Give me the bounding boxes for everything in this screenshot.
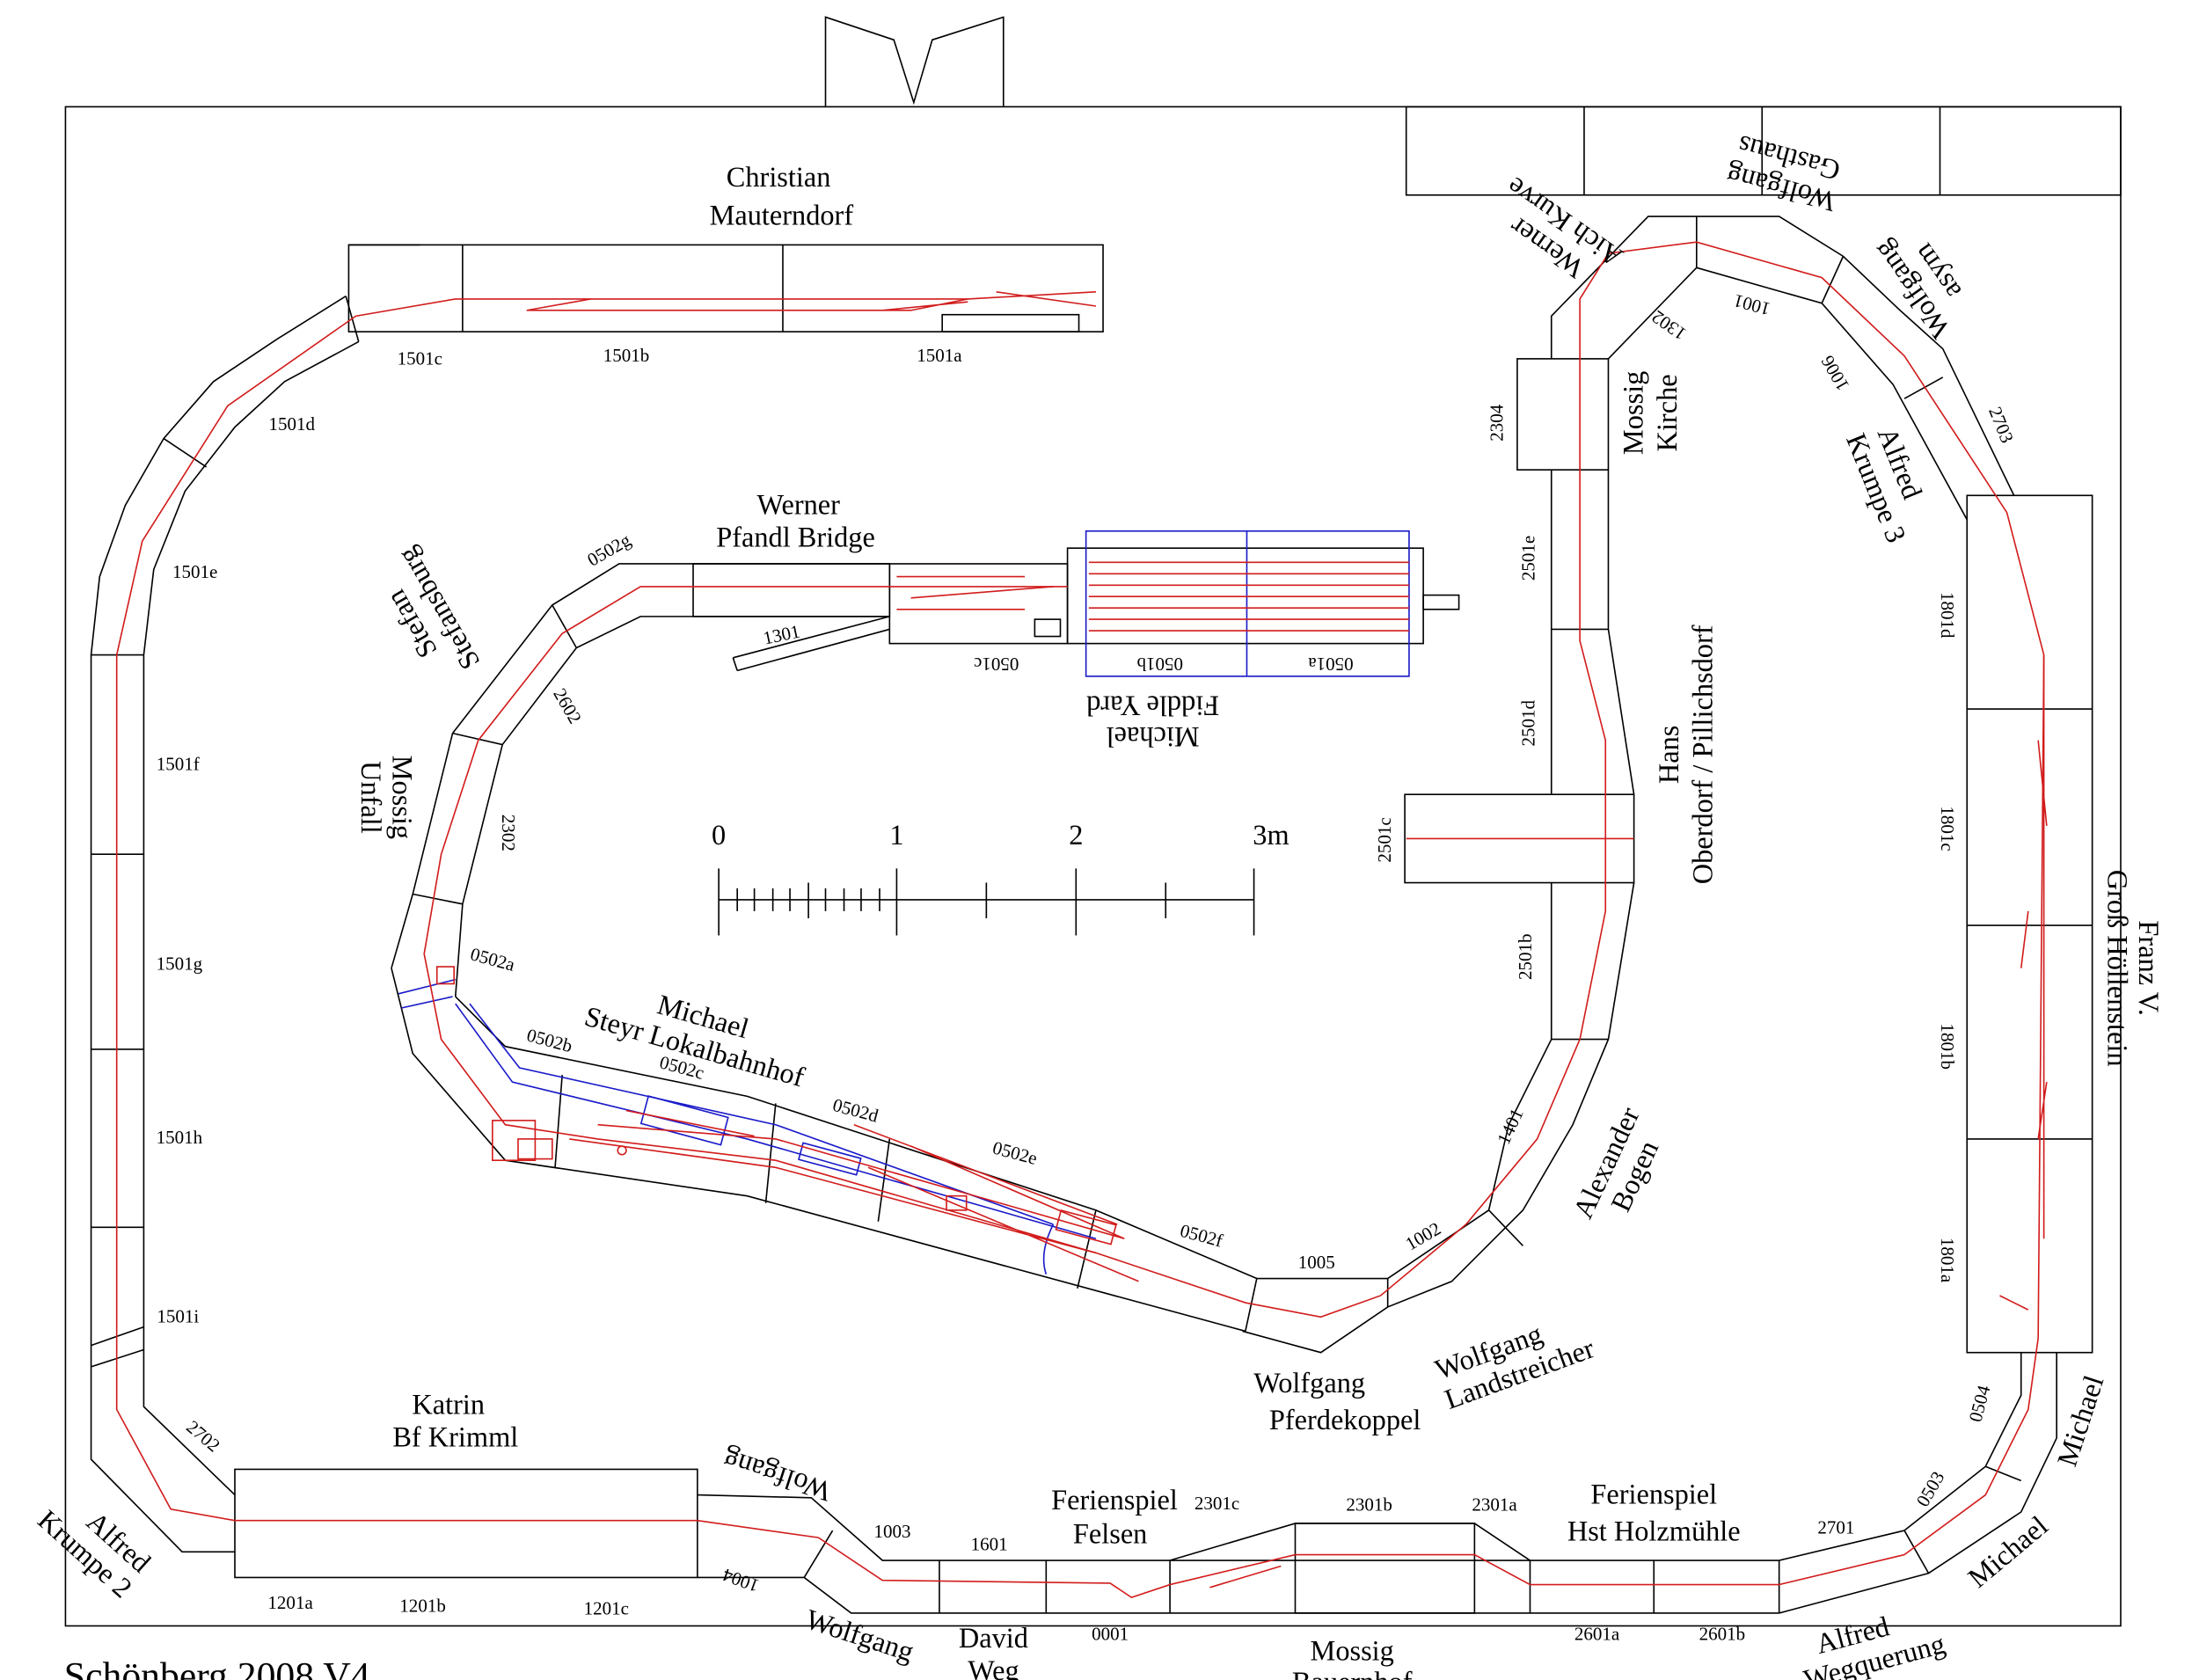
owner-label: Werner: [757, 488, 841, 520]
owner-label: Weg: [968, 1654, 1019, 1680]
owner-label: Ferienspiel: [1590, 1478, 1717, 1509]
owner-label: Michael: [1962, 1509, 2053, 1594]
track-lines: [115, 241, 2048, 1599]
module-label: 0502d: [830, 1094, 880, 1127]
owner-label: Pferdekoppel: [1269, 1404, 1421, 1435]
module-labels: 1501c 1501b 1501a 1501d 1501e 1501f 1501…: [157, 290, 2018, 1645]
owner-label: Kirche: [1651, 374, 1683, 451]
module-label: 2701: [1817, 1516, 1854, 1538]
module-label: 1601: [971, 1534, 1008, 1555]
module-label: 1801a: [1937, 1238, 1958, 1283]
module-label: 1401: [1493, 1106, 1528, 1148]
module-label: 1501b: [603, 345, 650, 366]
module-label: 1801b: [1937, 1023, 1958, 1070]
module-label: 1201b: [399, 1595, 446, 1616]
inner-loop-boards: [391, 530, 1460, 1333]
module-label: 2501b: [1515, 933, 1536, 980]
module-label: 1201c: [584, 1598, 629, 1619]
owner-label: Hst Holzmühle: [1567, 1515, 1741, 1546]
owner-label: Pfandl Bridge: [716, 522, 875, 553]
module-label: 1501g: [157, 953, 203, 974]
owner-labels: Christian Mauterndorf Katrin Bf Krimml A…: [32, 129, 2165, 1680]
module-label: 2301a: [1472, 1494, 1517, 1515]
module-label: 0503: [1912, 1468, 1949, 1510]
owner-label: Felsen: [1073, 1518, 1147, 1550]
module-label: 2304: [1487, 404, 1508, 442]
module-label: 2601b: [1699, 1624, 1746, 1645]
owner-label: Mossig: [1311, 1634, 1394, 1666]
scale-label: 2: [1069, 819, 1083, 851]
module-label: 1501i: [157, 1306, 199, 1327]
module-label: 2301c: [1194, 1493, 1239, 1514]
module-label: 1201a: [267, 1592, 313, 1613]
module-label: 1801c: [1937, 806, 1958, 851]
owner-label: Oberdorf / Pillichsdorf: [1687, 625, 1719, 884]
module-label: 1004: [720, 1564, 762, 1596]
scale-label: 1: [889, 819, 903, 851]
module-label: 1501d: [268, 413, 315, 435]
owner-label: Michael: [1107, 721, 1200, 753]
owner-label: David: [959, 1622, 1028, 1654]
module-label: 2601a: [1574, 1624, 1620, 1645]
owner-label: Wolfgang: [719, 1443, 835, 1508]
module-label: 1003: [874, 1521, 911, 1542]
owner-label: Michael: [2050, 1371, 2109, 1470]
owner-label: Katrin: [412, 1388, 485, 1420]
module-label: 0501c: [974, 654, 1019, 675]
module-label: 1001: [1731, 290, 1772, 320]
outer-loop-boards: [90, 215, 2093, 1614]
owner-label: Groß Höllenstein: [2101, 870, 2133, 1067]
owner-label: Mossig: [387, 756, 419, 839]
module-label: 1501f: [157, 754, 200, 775]
module-label: 1301: [761, 620, 801, 648]
scale-bar: 0 1 2 3m: [712, 819, 1289, 936]
owner-label: Fiddle Yard: [1086, 690, 1219, 722]
module-label: 2501c: [1374, 817, 1395, 862]
module-label: 0502a: [468, 943, 517, 975]
module-label: 0001: [1092, 1624, 1129, 1645]
module-label: 1801d: [1937, 592, 1958, 639]
module-label: 0502f: [1178, 1220, 1225, 1252]
room-outline: [64, 16, 2122, 1627]
module-label: 2501d: [1517, 700, 1538, 747]
scale-label: 3m: [1253, 819, 1289, 851]
owner-label: Bf Krimml: [392, 1421, 518, 1453]
owner-label: Wolfgang: [1253, 1367, 1365, 1399]
module-label: 2703: [1984, 404, 2018, 446]
owner-label: Christian: [727, 161, 831, 193]
module-label: 0504: [1964, 1383, 1994, 1424]
module-label: 1501h: [157, 1127, 203, 1148]
module-label: 0501b: [1137, 654, 1184, 675]
owner-label: Mossig: [1617, 371, 1648, 455]
module-label: 1501a: [917, 345, 962, 366]
owner-label: Bauernhof: [1292, 1666, 1413, 1680]
module-label: 2302: [498, 814, 519, 851]
module-label: 2301b: [1346, 1494, 1392, 1515]
owner-label: Mauterndorf: [710, 200, 854, 231]
module-label: 2602: [549, 684, 586, 727]
owner-label: Ferienspiel: [1051, 1484, 1178, 1516]
module-label: 1006: [1816, 352, 1853, 394]
module-label: 0501a: [1308, 654, 1354, 675]
plan-title: Schönberg 2008 V4: [64, 1655, 370, 1680]
owner-label: Franz V.: [2133, 920, 2165, 1016]
module-label: 0502e: [990, 1137, 1040, 1169]
module-label: 1501e: [172, 561, 217, 582]
module-label: 1501c: [398, 347, 442, 369]
module-label: 1002: [1402, 1217, 1444, 1254]
owner-label: Unfall: [355, 761, 387, 834]
scale-label: 0: [712, 819, 726, 851]
module-label: 2501e: [1517, 536, 1538, 581]
owner-label: Hans: [1653, 726, 1684, 785]
module-label: 1005: [1298, 1252, 1335, 1273]
